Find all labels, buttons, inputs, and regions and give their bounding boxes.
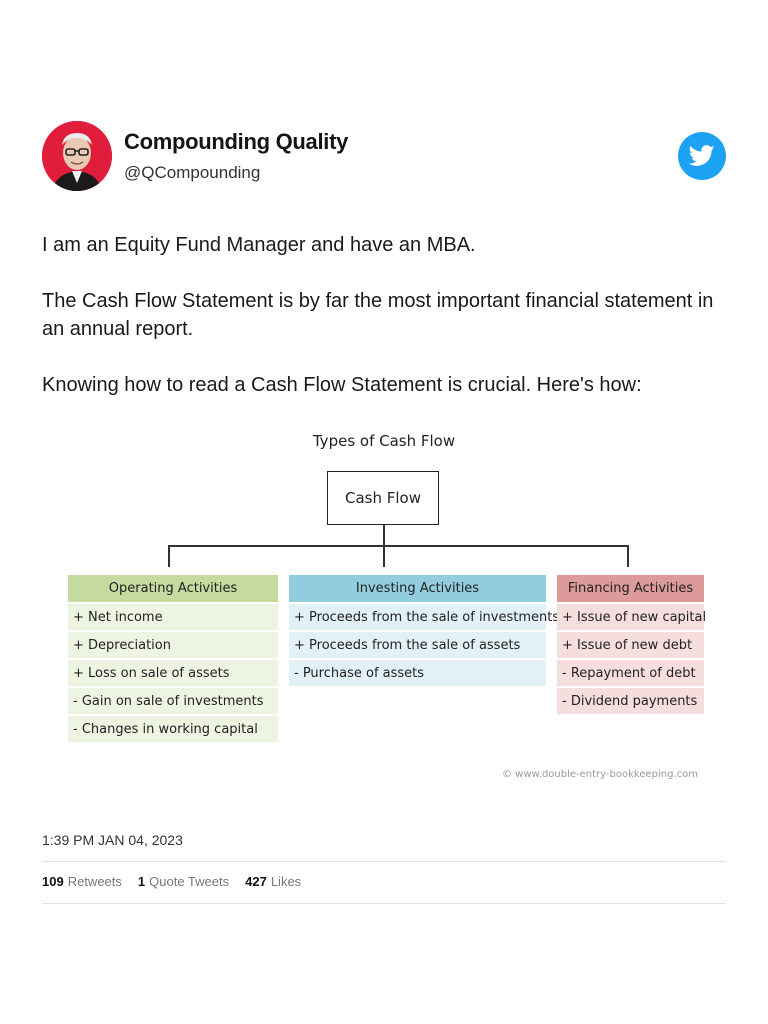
list-item: - Dividend payments — [557, 688, 704, 714]
likes-label: Likes — [270, 874, 302, 889]
likes-count: 427 — [245, 874, 267, 889]
list-item: + Issue of new debt — [557, 632, 704, 658]
list-item: - Purchase of assets — [289, 660, 546, 686]
list-item: + Proceeds from the sale of investments — [289, 604, 559, 630]
list-item: - Repayment of debt — [557, 660, 704, 686]
portrait-avatar-icon — [42, 121, 112, 191]
cash-flow-diagram[interactable]: Types of Cash Flow Cash Flow Operating A… — [60, 426, 720, 796]
diagram-title: Types of Cash Flow — [312, 432, 456, 450]
author-handle[interactable]: @QCompounding — [124, 163, 261, 182]
list-item: - Changes in working capital — [68, 716, 278, 742]
tweet-header: Compounding Quality @QCompounding — [42, 121, 726, 193]
list-item: + Depreciation — [68, 632, 278, 658]
list-item: + Loss on sale of assets — [68, 660, 278, 686]
image-credit: © www.double-entry-bookkeeping.com — [501, 769, 698, 780]
twitter-logo-button[interactable] — [678, 132, 726, 180]
connector-line — [168, 545, 629, 547]
divider — [42, 903, 726, 904]
author-name[interactable]: Compounding Quality — [124, 129, 349, 154]
column-header: Investing Activities — [289, 575, 546, 602]
list-item: + Proceeds from the sale of assets — [289, 632, 546, 658]
tweet-timestamp[interactable]: 1:39 PM JAN 04, 2023 — [42, 832, 183, 848]
column-header: Operating Activities — [68, 575, 278, 602]
tweet-paragraph: The Cash Flow Statement is by far the mo… — [42, 290, 714, 340]
connector-line — [168, 545, 170, 567]
avatar[interactable] — [42, 121, 112, 191]
tweet-paragraph: I am an Equity Fund Manager and have an … — [42, 234, 476, 256]
twitter-bird-icon — [689, 145, 715, 166]
list-item: - Gain on sale of investments — [68, 688, 278, 714]
connector-line — [627, 545, 629, 567]
investing-activities-column: Investing Activities + Proceeds from the… — [289, 575, 559, 686]
list-item: + Issue of new capital — [557, 604, 706, 630]
financing-activities-column: Financing Activities + Issue of new capi… — [557, 575, 706, 714]
quotes-count: 1 — [137, 874, 146, 889]
retweets-label: Retweets — [67, 874, 122, 889]
diagram-root-node: Cash Flow — [327, 471, 439, 525]
retweets-count: 109 — [42, 874, 64, 889]
column-header: Financing Activities — [557, 575, 704, 602]
tweet-paragraph: Knowing how to read a Cash Flow Statemen… — [42, 374, 642, 396]
quotes-label: Quote Tweets — [149, 874, 230, 889]
connector-line — [383, 525, 385, 546]
connector-line — [383, 545, 385, 567]
list-item: + Net income — [68, 604, 278, 630]
operating-activities-column: Operating Activities + Net income + Depr… — [68, 575, 278, 742]
divider — [42, 861, 726, 862]
tweet-text: I am an Equity Fund Manager and have an … — [42, 231, 726, 427]
